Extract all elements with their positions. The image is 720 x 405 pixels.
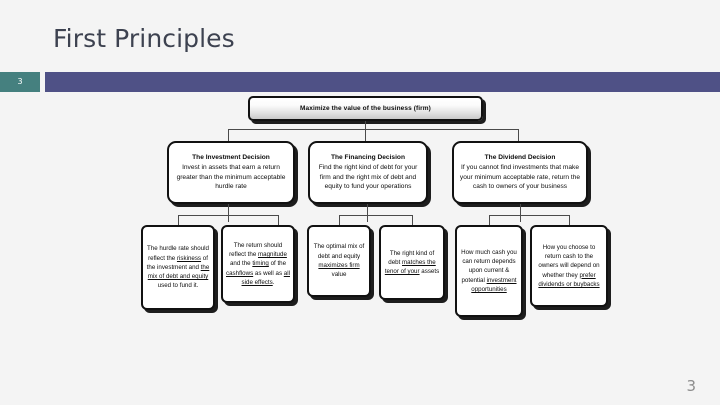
node-financing-decision-text: The Financing Decision Find the right ki… [310, 153, 426, 191]
node-how-much-cash-text: How much cash you can return depends upo… [461, 248, 517, 293]
node-investment-decision-heading: The Investment Decision [192, 154, 270, 162]
node-maximize-value: Maximize the value of the business (firm… [248, 96, 483, 121]
node-investment-decision-body: Invest in assets that earn a return grea… [176, 163, 286, 191]
first-principles-diagram: Maximize the value of the business (firm… [0, 92, 720, 332]
connector-to-return [278, 215, 279, 225]
connector-finance-bus [339, 215, 412, 216]
node-financing-decision: The Financing Decision Find the right ki… [308, 141, 428, 204]
connector-invest-down [228, 204, 229, 222]
connector-to-howmuch [489, 215, 490, 225]
node-how-you-choose-text: How you choose to return cash to the own… [538, 243, 600, 288]
node-return-magnitude-timing-text: The return should reflect the magnitude … [226, 241, 290, 286]
connector-to-optimal [339, 215, 340, 225]
connector-dividend-bus [489, 215, 569, 216]
node-how-you-choose: How you choose to return cash to the own… [530, 225, 608, 307]
node-financing-decision-heading: The Financing Decision [330, 154, 405, 162]
slide-number-badge: 3 [0, 72, 40, 92]
connector-to-finance [365, 129, 366, 141]
node-optimal-mix-text: The optimal mix of debt and equity maxim… [313, 243, 365, 279]
header-band-row: 3 [0, 72, 720, 92]
node-right-kind-of-debt: The right kind of debt matches the tenor… [379, 225, 445, 300]
connector-to-hurdle [178, 215, 179, 225]
node-right-kind-of-debt-text: The right kind of debt matches the tenor… [384, 249, 440, 276]
node-hurdle-rate-text: The hurdle rate should reflect the riski… [146, 245, 210, 290]
node-how-much-cash: How much cash you can return depends upo… [455, 225, 523, 317]
node-hurdle-rate: The hurdle rate should reflect the riski… [141, 225, 215, 310]
node-investment-decision-text: The Investment Decision Invest in assets… [169, 153, 293, 191]
connector-to-dividend [518, 129, 519, 141]
connector-finance-down [367, 204, 368, 222]
node-optimal-mix: The optimal mix of debt and equity maxim… [307, 225, 371, 297]
node-dividend-decision-heading: The Dividend Decision [484, 154, 556, 162]
connector-dividend-down [520, 204, 521, 222]
node-dividend-decision-text: The Dividend Decision If you cannot find… [454, 153, 586, 191]
connector-to-rightkind [412, 215, 413, 225]
node-return-magnitude-timing: The return should reflect the magnitude … [221, 225, 295, 303]
title-area: First Principles [0, 0, 720, 70]
connector-level2-bus [228, 129, 518, 130]
connector-to-invest [228, 129, 229, 141]
node-dividend-decision-body: If you cannot find investments that make… [459, 163, 581, 191]
connector-root-down [365, 121, 366, 130]
page-number: 3 [686, 377, 696, 395]
node-dividend-decision: The Dividend Decision If you cannot find… [452, 141, 588, 204]
connector-to-howchoose [569, 215, 570, 225]
connector-invest-bus [178, 215, 278, 216]
node-investment-decision: The Investment Decision Invest in assets… [167, 141, 295, 204]
node-financing-decision-body: Find the right kind of debt for your fir… [318, 163, 418, 191]
node-maximize-value-label: Maximize the value of the business (firm… [300, 105, 431, 112]
page-title: First Principles [53, 24, 235, 53]
accent-band [45, 72, 720, 92]
